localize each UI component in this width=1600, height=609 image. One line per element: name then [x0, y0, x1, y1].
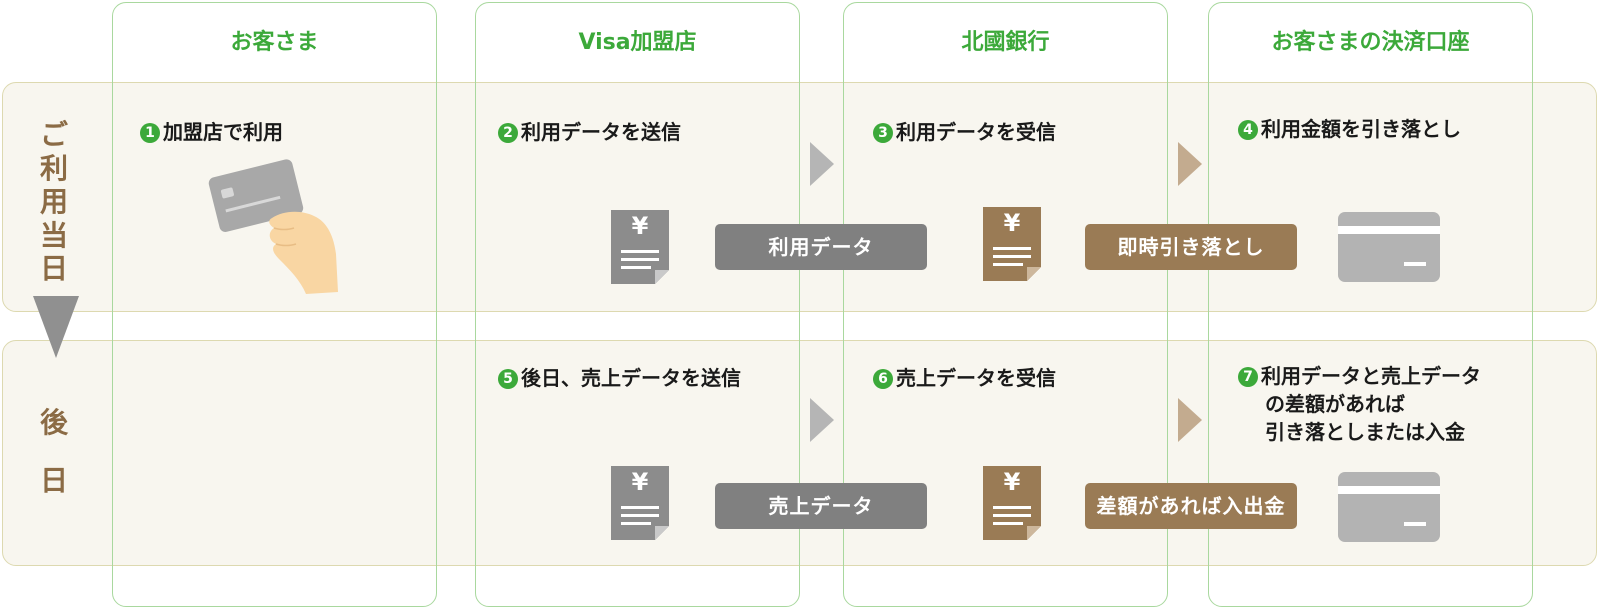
column-header-bank: 北國銀行	[961, 30, 1050, 55]
yen-document-icon	[611, 210, 669, 284]
yen-symbol: ¥	[631, 212, 649, 240]
yen-symbol: ¥	[631, 468, 649, 496]
usage-data-label: 利用データ	[715, 224, 927, 270]
step-number-badge: 4	[1238, 120, 1258, 140]
step-number-badge: 7	[1238, 367, 1258, 387]
yen-symbol: ¥	[1003, 468, 1021, 496]
yen-document-icon	[983, 207, 1041, 281]
column-header-merchant: Visa加盟店	[578, 30, 697, 55]
column-bank	[843, 2, 1168, 607]
step-number-badge: 5	[498, 369, 518, 389]
step-number-badge: 6	[873, 369, 893, 389]
arrow-right-icon	[1178, 398, 1202, 442]
column-header-customer: お客さま	[230, 30, 319, 55]
arrow-right-icon	[810, 142, 834, 186]
immediate-debit-label: 即時引き落とし	[1085, 224, 1297, 270]
credit-card-in-hand-icon	[208, 159, 338, 294]
difference-settlement-label: 差額があれば入出金	[1085, 483, 1297, 529]
column-customer	[112, 2, 437, 607]
step-number-badge: 3	[873, 123, 893, 143]
arrow-down-icon	[33, 296, 79, 358]
sales-data-label: 売上データ	[715, 483, 927, 529]
arrow-right-icon	[1178, 142, 1202, 186]
arrow-right-icon	[810, 398, 834, 442]
row-label-usage-day: ご 利 用 当 日	[39, 118, 68, 286]
row-label-later-day: 後 日	[39, 406, 68, 497]
column-header-account: お客さまの決済口座	[1271, 30, 1470, 55]
column-account	[1208, 2, 1533, 607]
yen-document-icon	[983, 466, 1041, 540]
bank-card-icon	[1338, 472, 1440, 542]
bank-card-icon	[1338, 212, 1440, 282]
yen-document-icon	[611, 466, 669, 540]
step-number-badge: 2	[498, 123, 518, 143]
column-merchant	[475, 2, 800, 607]
yen-symbol: ¥	[1003, 209, 1021, 237]
step-number-badge: 1	[140, 123, 160, 143]
